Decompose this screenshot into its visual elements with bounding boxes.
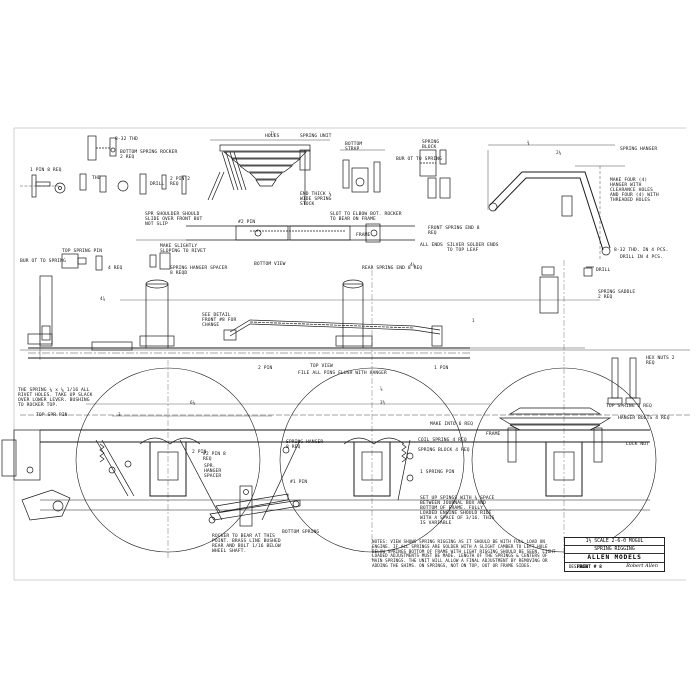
label-end-thick: END THICK ⅛ WIDE SPRING STOCK bbox=[300, 192, 332, 207]
label-pin-2-mid: #2 PIN bbox=[238, 220, 256, 225]
dim-5: 3 bbox=[118, 412, 121, 417]
label-spr-shoulder: SPR SHOULDER SHOULD SLIDE OVER FRONT BUT… bbox=[145, 212, 203, 227]
label-coil-spring: COIL SPRING 4 REQ bbox=[418, 438, 467, 443]
label-silver-solder: SILVER SOLDER ENDS TO TOP LEAF bbox=[447, 243, 499, 253]
label-slot-elbow: SLOT TO ELBOW BOT. ROCKER TO BEAR ON FRA… bbox=[330, 212, 402, 222]
dim-8: 1 bbox=[472, 318, 475, 323]
label-spring-saddle: SPRING SADDLE 2 REQ bbox=[598, 290, 636, 300]
label-pin2-lower: 2 PIN bbox=[258, 366, 273, 371]
top-view bbox=[20, 275, 690, 359]
label-bottom-strap: BOTTOM STRAP bbox=[345, 142, 363, 152]
label-bottom-spring-lower: BOTTOM SPRING bbox=[282, 530, 320, 535]
label-frame-mid: FRAME bbox=[486, 432, 501, 437]
label-top-spr-pin: TOP SPR PIN bbox=[36, 413, 68, 418]
pin-details bbox=[20, 173, 187, 198]
label-pin-hanger: #2 PIN 8 REQ bbox=[203, 452, 226, 462]
label-thd-4pcs: 8-32 THD. IN 4 PCS. bbox=[614, 248, 669, 253]
label-top-spring-pin: TOP SPRING PIN bbox=[62, 249, 103, 254]
label-bur-ot-spring: BUR OT TO SPRING bbox=[20, 259, 66, 264]
title-signature: DESIGNED Robert Allen bbox=[565, 563, 664, 570]
label-rear-spring-end: REAR SPRING END 8 REQ bbox=[362, 266, 423, 271]
label-holes: HOLES bbox=[265, 134, 280, 139]
label-spring-hanger-mid: SPRING HANGER 8 REQ bbox=[286, 440, 324, 450]
label-see-detail: SEE DETAIL FRONT #8 FOR CHANGE bbox=[202, 313, 237, 328]
label-spring-unit: SPRING UNIT bbox=[300, 134, 332, 139]
dim-10: 4⅛ bbox=[410, 262, 416, 267]
title-company: ALLEN MODELS bbox=[565, 554, 664, 563]
label-pin-2req: 2 PIN 2 REQ bbox=[170, 177, 191, 187]
bottom-strap-detail bbox=[340, 149, 385, 193]
top-spring-pin-detail bbox=[61, 252, 171, 271]
label-top-spring-3req: TOP SPRING 3 REQ bbox=[606, 404, 652, 409]
label-pin2-rocker: 2 PIN bbox=[192, 450, 207, 455]
label-bottom-view: BOTTOM VIEW bbox=[254, 262, 286, 267]
label-frame-top: FRAME bbox=[356, 233, 371, 238]
title-signature-text: Robert Allen bbox=[626, 563, 658, 569]
hex-nut-detail bbox=[607, 357, 641, 405]
print-number: PRINT # 8 bbox=[577, 565, 602, 570]
label-thd-left: THD bbox=[92, 176, 101, 181]
side-elevation bbox=[1, 260, 690, 560]
label-the-spring: THE SPRING ⅛ x ⅛ 1/16 ALL RIVET HOLES. T… bbox=[18, 388, 93, 408]
label-pin1-rocker: #1 PIN bbox=[290, 480, 308, 485]
label-make-into: MAKE INTO 6 REQ bbox=[430, 422, 473, 427]
label-bottom-spring-rocker: BOTTOM SPRING ROCKER 2 REQ bbox=[120, 150, 178, 160]
title-scale: 1½ SCALE 2-6-0 MOGUL bbox=[565, 538, 664, 546]
label-spr-hanger-spacer: SPR. HANGER SPACER bbox=[204, 464, 222, 479]
dim-1: 1⅞ bbox=[270, 131, 276, 136]
label-req4: 4 REQ bbox=[108, 266, 123, 271]
label-notes: NOTES: VIEW SHOWS SPRING RIGGING AS IT S… bbox=[372, 539, 556, 568]
dim-7: 3½ bbox=[380, 400, 386, 405]
dim-9: ⅞ bbox=[380, 386, 383, 391]
label-front-spring-end: FRONT SPRING END 8 REQ bbox=[428, 226, 480, 236]
label-all-ends: ALL ENDS bbox=[420, 243, 443, 248]
label-set-up: SET UP SPINGS WITH ⅜ SPACE BETWEEN JOURN… bbox=[420, 496, 495, 526]
label-thd-top: 8-32 THD bbox=[115, 137, 138, 142]
dim-2: ¾ bbox=[527, 140, 530, 145]
spring-saddle-detail bbox=[539, 266, 594, 314]
label-pin1-spring: 1 SPRING PIN bbox=[420, 470, 455, 475]
title-designed: DESIGNED bbox=[569, 564, 589, 569]
dim-4: 4⅞ bbox=[100, 296, 106, 301]
spring-hanger-detail bbox=[487, 144, 625, 260]
label-spring-block-mid: SPRING BLOCK 4 REQ bbox=[418, 448, 470, 453]
spring-unit-detail bbox=[207, 139, 330, 205]
label-hanger-bolts: HANGER BOLTS 4 REQ bbox=[618, 416, 670, 421]
label-rocker-note: ROCKER TO BEAR AT THIS POINT. BRASS LINE… bbox=[212, 534, 281, 554]
label-pin1-lower: 1 PIN bbox=[434, 366, 449, 371]
title-subject: SPRING RIGGING bbox=[565, 546, 664, 554]
label-drill-b: DRILL bbox=[596, 268, 611, 273]
label-drill-4pcs: DRILL IN 4 PCS. bbox=[620, 255, 663, 260]
label-file-flush: FILE ALL PINS FLUSH WITH HANGER bbox=[298, 371, 387, 376]
label-pin-8req: 1 PIN 8 REQ bbox=[30, 168, 62, 173]
bottom-spring-rocker-detail bbox=[87, 135, 117, 161]
label-spring-hanger-spacer: SPRING HANGER SPACER 8 REQD bbox=[170, 266, 228, 276]
label-spring-hanger-top: SPRING HANGER bbox=[620, 147, 658, 152]
spring-block-detail bbox=[419, 149, 451, 199]
dim-6: 6⅛ bbox=[190, 400, 196, 405]
label-drill-a: DRILL bbox=[150, 182, 165, 187]
label-make-four: MAKE FOUR (4) HANGER WITH CLEARANCE HOLE… bbox=[610, 178, 659, 203]
label-spring-block: SPRING BLOCK bbox=[422, 140, 440, 150]
label-bur-it: BUR OT TO SPRING bbox=[396, 157, 442, 162]
dim-3: 2⅜ bbox=[556, 150, 562, 155]
label-top-view: TOP VIEW bbox=[310, 364, 333, 369]
title-block: 1½ SCALE 2-6-0 MOGUL SPRING RIGGING ALLE… bbox=[564, 537, 665, 572]
bottom-view bbox=[136, 223, 415, 243]
label-lock-nut: LOCK NUT bbox=[626, 442, 649, 447]
label-make-sliding: MAKE SLIGHTLY SLOPING TO RIVET bbox=[160, 244, 206, 254]
label-hex-nuts: HEX NUTS 2 REQ bbox=[646, 356, 675, 366]
